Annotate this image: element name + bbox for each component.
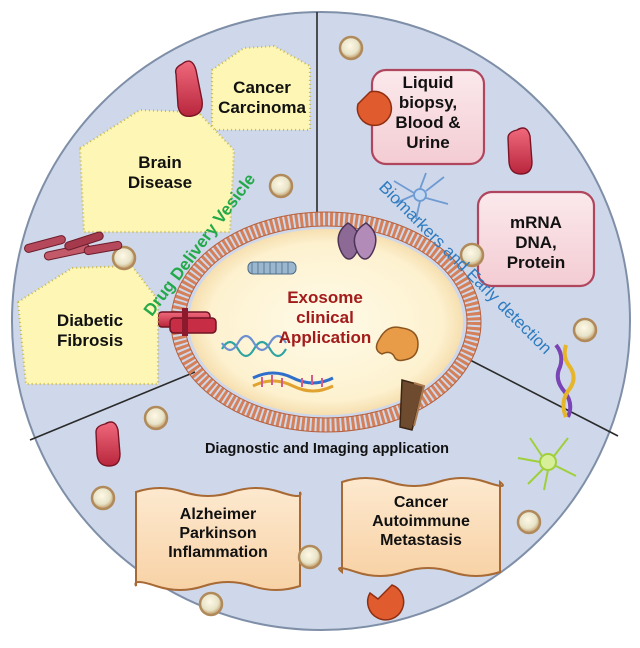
label-line: biopsy, — [398, 93, 458, 113]
brain-disease-box — [78, 108, 236, 234]
label-line: Liquid — [402, 73, 454, 92]
vesicle-icon — [143, 405, 169, 431]
label-line: Parkinson — [179, 524, 257, 542]
label-line: Carcinoma — [218, 98, 306, 118]
label-line: Cancer — [233, 78, 291, 97]
receptor-icon — [356, 90, 393, 127]
dna-helix-icon — [252, 371, 334, 393]
label-line: Autoimmune — [372, 512, 470, 530]
red-cell-icon — [507, 127, 533, 175]
membrane-protein-left-icon — [157, 308, 217, 336]
center-title: Exosome clinical Application — [245, 288, 405, 348]
label-line: Metastasis — [380, 531, 462, 549]
label-line: Blood & — [395, 113, 461, 133]
vesicle-icon — [90, 485, 116, 511]
diabetic-fibrosis-box — [16, 264, 160, 386]
section-dividers — [29, 12, 619, 441]
diabetic-fibrosis-label: Diabetic Fibrosis — [22, 311, 158, 351]
cancer-autoimmune-label: Cancer Autoimmune Metastasis — [342, 494, 500, 551]
mrna-dna-protein-label: mRNA DNA, Protein — [478, 213, 594, 273]
red-cell-icon — [174, 60, 203, 117]
red-cell-icon — [95, 421, 121, 467]
nanotube-icon — [247, 261, 297, 275]
membrane-protein-bottom-icon — [399, 379, 426, 431]
divider-right — [469, 359, 619, 437]
brain-disease-label: Brain Disease — [90, 153, 230, 193]
label-line: mRNA — [510, 213, 562, 232]
membrane-protein-top-icon — [337, 222, 377, 260]
vesicle-icons — [90, 35, 598, 617]
vesicle-icon — [268, 173, 294, 199]
label-line: Alzheimer — [179, 506, 257, 523]
protein-blob-icon — [375, 326, 419, 362]
label-line: Diabetic — [56, 311, 124, 330]
label-line: Protein — [506, 253, 566, 273]
vesicle-icon — [198, 591, 224, 617]
fiber-tissue-icon — [24, 231, 123, 261]
mrna-dna-protein-box — [476, 190, 596, 288]
receptor-icons — [356, 90, 405, 621]
label-line: Disease — [127, 173, 193, 193]
vesicle-icon — [459, 242, 485, 268]
vesicle-icon — [111, 245, 137, 271]
vesicle-icon — [338, 35, 364, 61]
label-line: Urine — [406, 133, 450, 153]
alzheimer-parkinson-label: Alzheimer Parkinson Inflammation — [136, 506, 300, 563]
neuron-icon-blue — [393, 172, 449, 220]
neuron-icon-green — [517, 437, 577, 491]
alzheimer-parkinson-box — [134, 487, 302, 591]
receptor-icon — [366, 584, 405, 621]
liquid-biopsy-label: Liquid biopsy, Blood & Urine — [372, 73, 484, 153]
red-cell-icons — [95, 60, 533, 467]
label-line: Cancer — [393, 494, 449, 511]
label-line: Inflammation — [168, 543, 268, 561]
center-title-line: clinical — [296, 308, 354, 328]
center-title-line: Exosome — [287, 288, 363, 307]
vesicle-icon — [572, 317, 598, 343]
label-line: DNA, — [515, 233, 557, 253]
cancer-autoimmune-box — [338, 477, 504, 577]
dna-strand-icon — [554, 343, 576, 418]
rna-strand-icon — [221, 334, 287, 358]
section-label-diagnostic: Diagnostic and Imaging application — [204, 441, 450, 457]
divider-left — [29, 371, 196, 441]
vesicle-icon — [516, 509, 542, 535]
cancer-carcinoma-label: Cancer Carcinoma — [214, 78, 310, 118]
label-line: Brain — [138, 153, 182, 172]
vesicle-icon — [297, 544, 323, 570]
label-line: Fibrosis — [56, 331, 124, 351]
center-title-line: Application — [278, 328, 372, 348]
